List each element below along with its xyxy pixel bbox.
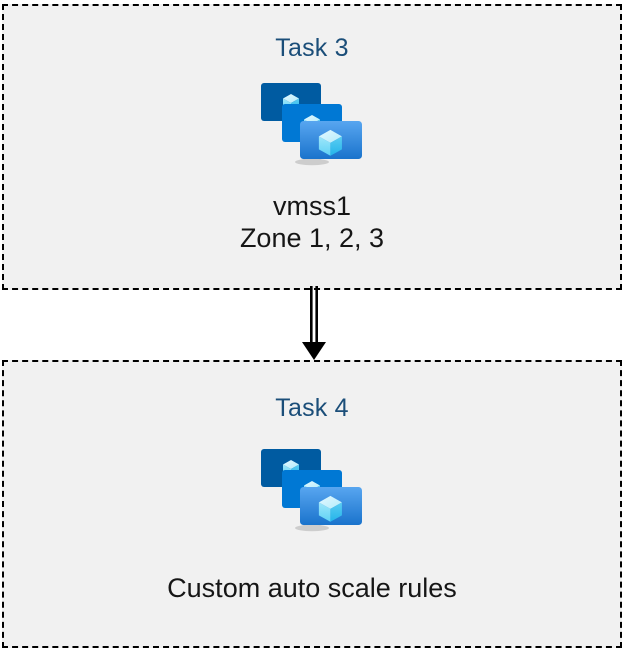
task-3-caption-line-2: Zone 1, 2, 3 [239,222,385,253]
task-4-caption: Custom auto scale rules [4,573,620,605]
down-arrow-icon [302,286,326,360]
task-4-caption-line-1: Custom auto scale rules [167,573,457,603]
task-3-title: Task 3 [275,34,349,62]
task-box-task-4[interactable]: Task 4 [2,360,622,648]
virtual-machine-scale-set-icon [261,83,362,166]
task-4-title: Task 4 [275,394,349,422]
task-4-vmss-icon-wrap [252,441,372,541]
task3-to-task4-arrow [296,286,332,362]
task-3-vmss-icon-wrap [252,75,372,175]
virtual-machine-scale-set-icon [261,449,362,532]
task-3-caption: vmss1 Zone 1, 2, 3 [4,191,620,255]
task-3-caption-line-1: vmss1 [272,191,351,221]
task-box-task-3[interactable]: Task 3 [2,4,622,290]
